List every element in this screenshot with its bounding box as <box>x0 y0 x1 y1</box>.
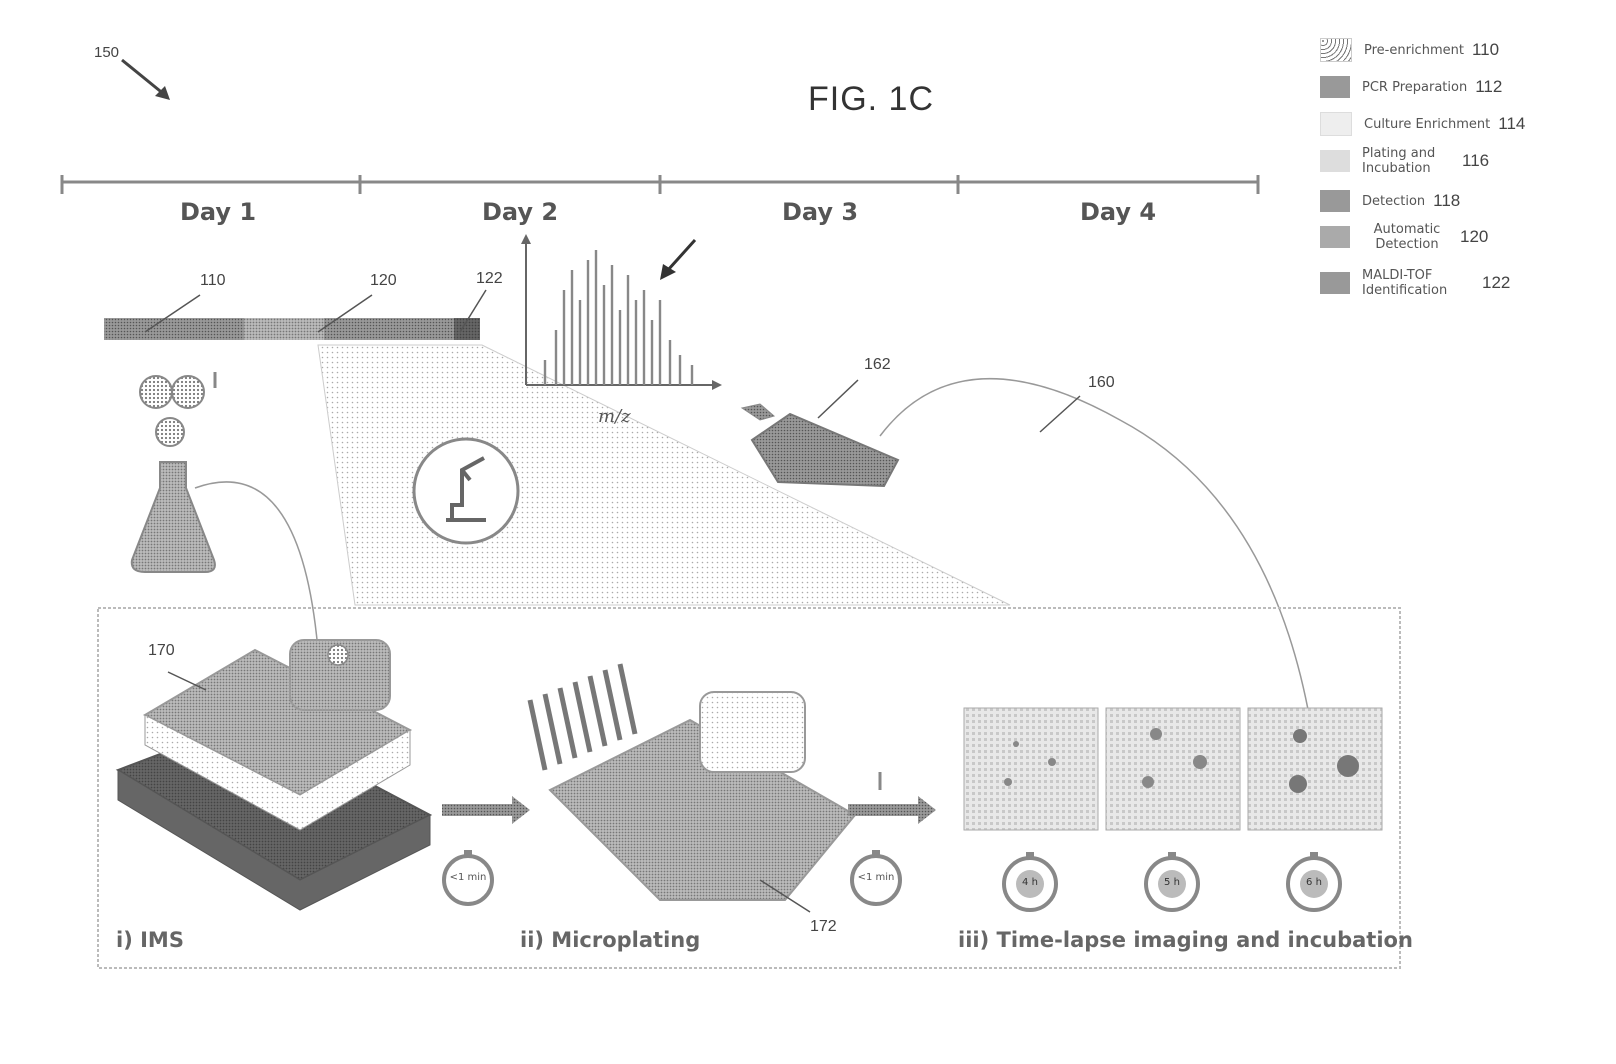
timer-5-text: 6 h <box>1294 877 1334 888</box>
timer-3-text: 4 h <box>1010 877 1050 888</box>
legend-item-detection: Detection 118 <box>1320 190 1460 212</box>
legend-item-culture: Culture Enrichment 114 <box>1320 112 1525 136</box>
legend-item-pcr: PCR Preparation 112 <box>1320 76 1502 98</box>
day-3-label: Day 3 <box>782 198 858 226</box>
swatch-light-icon <box>1320 112 1352 136</box>
legend-item-plating: Plating and Incubation 116 <box>1320 146 1489 176</box>
step-microplating-label: ii) Microplating <box>520 928 700 952</box>
robot-arm-icon <box>414 439 518 543</box>
figure-title: FIG. 1C <box>808 80 934 119</box>
imaging-panel-3 <box>1248 708 1382 830</box>
timer-2-text: <1 min <box>856 872 896 883</box>
mass-spectrum <box>521 234 722 390</box>
ref-162: 162 <box>864 356 891 374</box>
arrow-microplating-to-imaging <box>848 772 936 824</box>
imaging-panel-1 <box>964 708 1098 830</box>
swatch-dense-icon <box>1320 76 1350 98</box>
swatch-detection-icon <box>1320 190 1350 212</box>
step-ims-label: i) IMS <box>116 928 184 952</box>
day-1-label: Day 1 <box>180 198 256 226</box>
legend-item-maldi: MALDI-TOF Identification 122 <box>1320 268 1510 298</box>
arrow-to-spectrum <box>742 404 774 420</box>
ref-170: 170 <box>148 642 175 660</box>
legend-item-automatic: Automatic Detection 120 <box>1320 222 1488 252</box>
spectrum-xlabel: m/z <box>598 406 631 427</box>
ref-120: 120 <box>370 272 397 290</box>
swatch-dots-icon <box>1320 38 1352 62</box>
ims-device <box>118 640 430 910</box>
ref-150: 150 <box>94 44 119 61</box>
imaging-panel-2 <box>1106 708 1240 830</box>
curve-160 <box>880 379 1310 720</box>
plate-162 <box>752 380 898 486</box>
ref-150-arrow <box>122 60 165 95</box>
timer-1-text: <1 min <box>448 872 488 883</box>
ref-172: 172 <box>810 918 837 936</box>
process-bar <box>104 290 486 340</box>
timer-4-text: 5 h <box>1152 877 1192 888</box>
day-2-label: Day 2 <box>482 198 558 226</box>
swatch-maldi-icon <box>1320 272 1350 294</box>
ref-160: 160 <box>1088 374 1115 392</box>
timeline-ruler <box>62 175 1258 194</box>
swatch-light-dots-icon <box>1320 150 1350 172</box>
arrow-ims-to-microplating <box>442 796 530 824</box>
ref-122: 122 <box>476 270 503 288</box>
microplating-device <box>530 664 855 912</box>
legend-item-pre-enrichment: Pre-enrichment 110 <box>1320 38 1499 62</box>
step-imaging-label: iii) Time-lapse imaging and incubation <box>958 928 1413 952</box>
ref-110: 110 <box>200 272 226 290</box>
flask-icon <box>132 372 215 572</box>
day-4-label: Day 4 <box>1080 198 1156 226</box>
swatch-medium-icon <box>1320 226 1350 248</box>
